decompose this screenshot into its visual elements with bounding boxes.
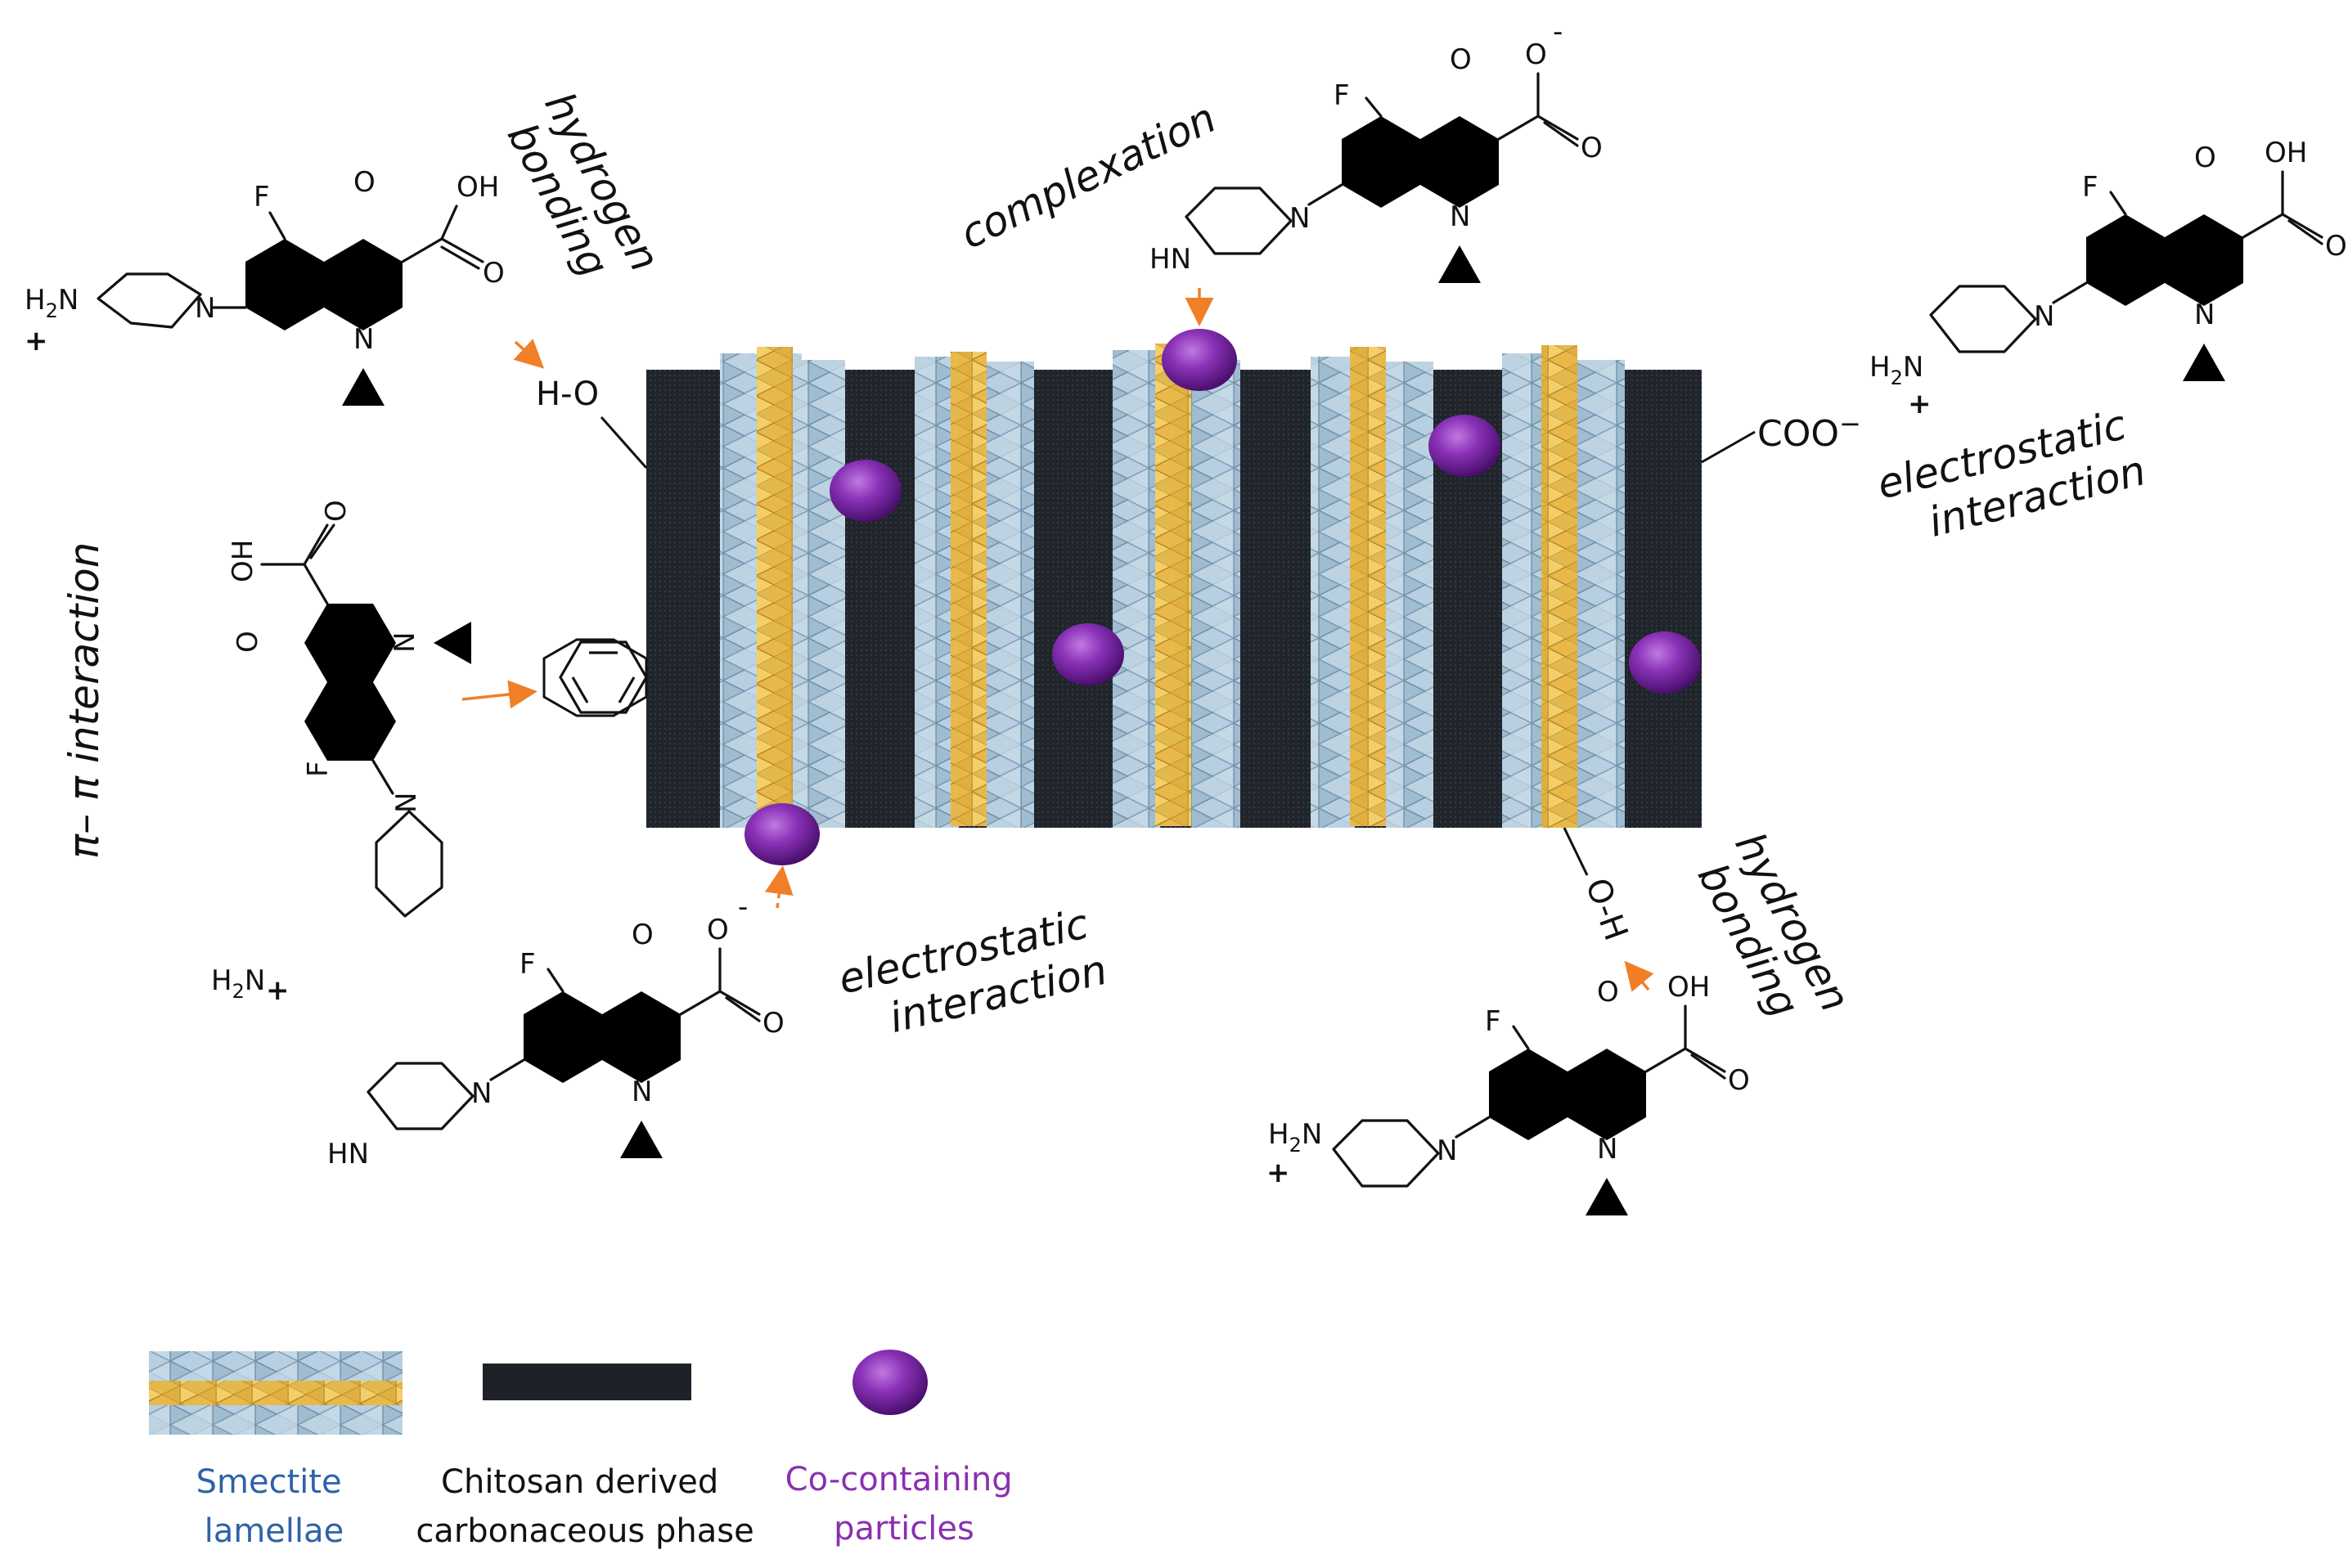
legend-co-particle (852, 1350, 928, 1415)
cipro-molecule-top-center: F O N O - O N HN (1149, 16, 1603, 283)
label-pi-pi: π– π interaction (61, 542, 108, 859)
legend-co-label: Co-containing particles (785, 1461, 1023, 1548)
co-particle (1428, 415, 1500, 477)
cipro-molecule-bottom-center: F O N O - O N HN (327, 891, 785, 1170)
svg-text:OH: OH (2265, 137, 2307, 169)
legend: Smectite lamellae Chitosan derived carbo… (149, 1350, 1023, 1550)
svg-text:F: F (2082, 171, 2098, 204)
svg-text:O: O (707, 914, 729, 946)
svg-text:O: O (1597, 976, 1619, 1009)
svg-text:+: + (25, 325, 48, 357)
co-particle (1162, 329, 1237, 391)
legend-carbon-swatch (483, 1364, 691, 1400)
svg-text:+: + (1266, 1157, 1290, 1189)
legend-chitosan-label: Chitosan derived carbonaceous phase (416, 1463, 753, 1550)
svg-text:O: O (2194, 142, 2216, 174)
svg-text:N: N (353, 323, 374, 356)
legend-smectite-swatch (149, 1351, 403, 1435)
legend-smectite-label: Smectite lamellae (196, 1463, 353, 1550)
cipro-molecule-top-right: F O N OH O N H2N + (1869, 137, 2347, 420)
svg-text:N: N (632, 1076, 652, 1108)
svg-text:O: O (1450, 43, 1472, 76)
label-hydrogen-bonding-bottom: hydrogen bonding (1684, 824, 1865, 1053)
svg-text:H2N: H2N (211, 964, 265, 1003)
svg-text:F: F (302, 761, 335, 777)
svg-text:F: F (254, 181, 270, 213)
cipro-molecule-left: O N OH O F N (227, 500, 471, 918)
svg-text:N: N (390, 793, 423, 813)
svg-text:F: F (1485, 1005, 1501, 1038)
svg-text:N: N (2194, 299, 2215, 331)
benzene-ring-icon (542, 638, 648, 717)
cipro-molecule-bottom-right: F O N OH O N H2N + (1266, 971, 1750, 1215)
cipro-molecule-left-amine: H2N + (211, 964, 290, 1007)
svg-text:N: N (1597, 1133, 1617, 1166)
svg-text:O: O (483, 257, 505, 290)
smectite-lamella-5 (1502, 345, 1625, 828)
svg-text:OH: OH (457, 171, 499, 204)
svg-text:+: + (1908, 388, 1932, 420)
svg-text:N: N (2034, 300, 2054, 333)
cipro-molecule-top-left: F O N OH O N H2N + (25, 166, 505, 406)
svg-text:O: O (232, 631, 264, 653)
composite-block (646, 344, 1702, 828)
benzene-ring (559, 640, 648, 714)
svg-text:-: - (1553, 16, 1563, 48)
svg-text:O: O (353, 166, 376, 199)
svg-text:HN: HN (1149, 243, 1191, 276)
label-hydrogen-bonding-top: hydrogen bonding (493, 84, 675, 312)
svg-text:HN: HN (327, 1138, 369, 1170)
svg-text:N: N (1450, 200, 1470, 233)
co-particle (1629, 631, 1701, 694)
svg-text:O: O (1525, 38, 1547, 71)
svg-text:N: N (1289, 202, 1310, 235)
svg-text:F: F (520, 948, 536, 981)
svg-text:O: O (762, 1007, 785, 1040)
co-particle (1052, 623, 1124, 685)
label-electrostatic-right: electrostatic interaction (1873, 398, 2156, 556)
surface-o-h: O-H (1578, 874, 1635, 946)
svg-text:N: N (471, 1077, 492, 1110)
smectite-lamella-3 (1113, 344, 1240, 828)
svg-text:H2N: H2N (25, 284, 79, 322)
svg-text:H2N: H2N (1268, 1118, 1322, 1157)
co-particles (744, 329, 1701, 865)
svg-text:O: O (2325, 230, 2347, 263)
surface-coo: COO− (1757, 408, 1861, 455)
svg-text:-: - (738, 891, 748, 923)
svg-text:O: O (1728, 1064, 1750, 1097)
svg-text:N: N (389, 632, 421, 653)
surface-h-o: H-O (536, 375, 599, 413)
svg-text:F: F (1334, 79, 1350, 112)
co-particle (744, 803, 820, 865)
label-complexation: complexation (953, 94, 1223, 258)
svg-text:O: O (632, 919, 654, 951)
svg-text:OH: OH (1667, 971, 1710, 1004)
smectite-lamella-4 (1311, 347, 1433, 828)
smectite-lamella-2 (915, 352, 1034, 828)
svg-text:+: + (266, 974, 290, 1007)
svg-text:H2N: H2N (1869, 351, 1923, 389)
smectite-lamella-1 (720, 347, 845, 828)
svg-text:N: N (1437, 1134, 1457, 1167)
label-electrostatic-bottom: electrostatic interaction (834, 897, 1117, 1051)
interaction-arrows (461, 288, 1654, 992)
svg-text:O: O (320, 500, 353, 522)
svg-text:OH: OH (227, 540, 259, 582)
co-particle (830, 460, 902, 522)
svg-text:O: O (1581, 132, 1603, 164)
surface-groups (542, 416, 1756, 876)
